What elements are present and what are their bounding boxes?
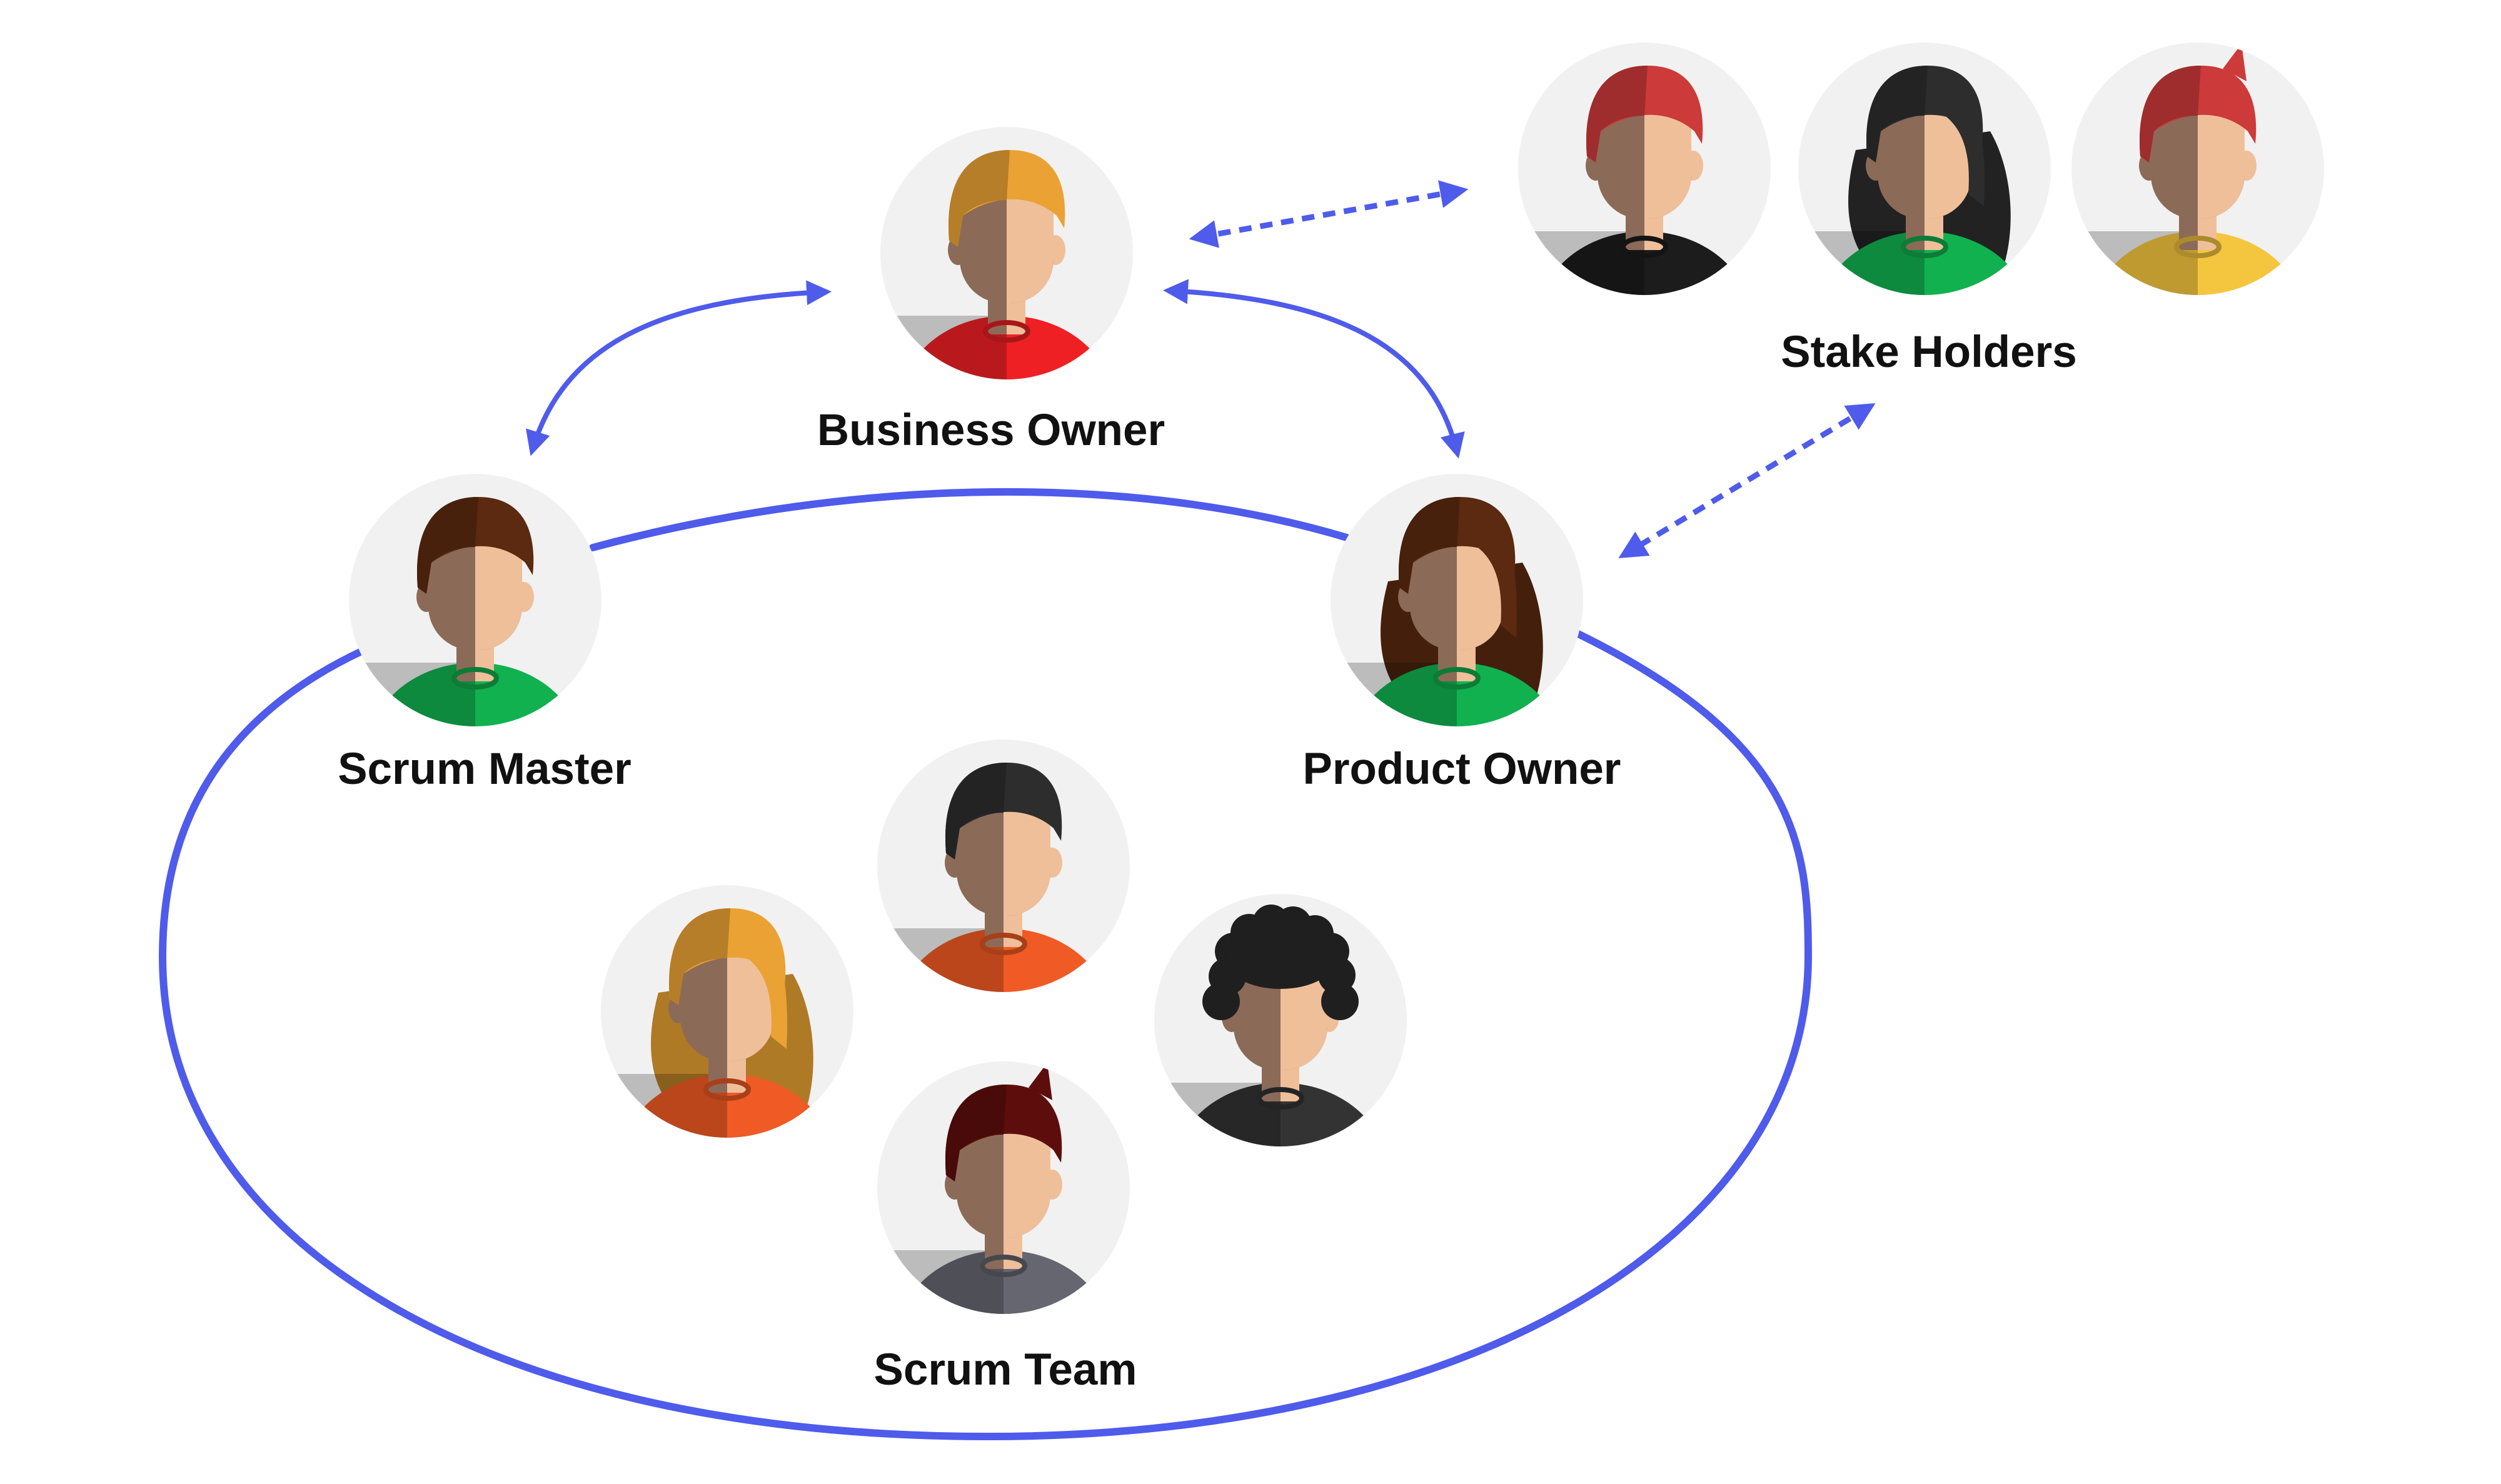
avatar-team-member-4 [877,1061,1130,1314]
collar [983,320,1030,343]
avatar-team-member-1 [877,739,1130,992]
hair-top-shadow [2139,66,2201,163]
connector-business-owner-product-owner [1163,279,1465,459]
shirt-shadow [1532,231,1644,295]
shirt-shadow [1812,231,1925,295]
connector-business-owner-stake-holders [1189,180,1469,248]
collar [1433,667,1481,689]
shirt [1351,663,1563,726]
collar [1257,1087,1304,1110]
collar [703,1078,751,1101]
hair-spike [2223,44,2247,81]
avatars-layer [349,43,2324,1314]
avatar-figure [1532,66,1751,295]
avatar-figure [891,1063,1110,1314]
hair-top-shadow [668,908,730,1005]
collar [1901,236,1948,258]
hair-top-shadow [416,497,478,594]
hair-curl [1321,983,1359,1020]
stake-holders-label: Stake Holders [1781,328,2077,377]
hair-side [1460,497,1517,638]
product-owner-label: Product Owner [1303,745,1621,794]
shirt-shadow [615,1074,727,1138]
hair-top-shadow [945,1085,1007,1181]
shirt [1538,231,1751,295]
scrum-team-boundary-top [589,488,1351,551]
hair-top-shadow [1586,66,1648,163]
scrum-master-label: Scrum Master [338,745,632,794]
hair-top-shadow [1866,66,1928,163]
collar [2174,236,2222,258]
shirt [1174,1083,1387,1146]
shirt-shadow [2085,231,2198,295]
avatar-stake-holder-1 [1518,43,1771,295]
business-owner-label: Business Owner [817,406,1165,455]
shirt [2091,231,2304,295]
hair-top-shadow [948,150,1010,247]
avatar-team-member-3 [1154,894,1407,1146]
hair-spike [1029,1063,1052,1100]
connector-business-owner-scrum-master [526,280,832,456]
hair-top [1224,926,1337,989]
scrum-team-label: Scrum Team [874,1345,1137,1395]
avatar-business-owner [880,127,1133,379]
hair-curl [1202,983,1240,1020]
avatar-team-member-2 [601,885,853,1138]
shirt-shadow [1168,1083,1281,1146]
shirt [621,1074,833,1138]
hair-side [730,908,788,1049]
avatar-stake-holder-3 [2071,43,2324,295]
connector-stake-holders-product-owner [1618,403,1876,558]
shirt [900,316,1113,379]
collar [980,1255,1027,1277]
hair-top-shadow [1398,497,1460,594]
shirt [897,928,1110,992]
hair-top-shadow [945,763,1007,860]
shirt [369,663,581,726]
shirt [897,1250,1110,1314]
hair-side [1928,66,1985,206]
collar [451,667,499,689]
scrum-team-boundary [158,629,1813,1441]
collar [1621,236,1668,258]
shirt-shadow [891,1250,1004,1314]
shirt [1818,231,2031,295]
collar [980,933,1027,955]
